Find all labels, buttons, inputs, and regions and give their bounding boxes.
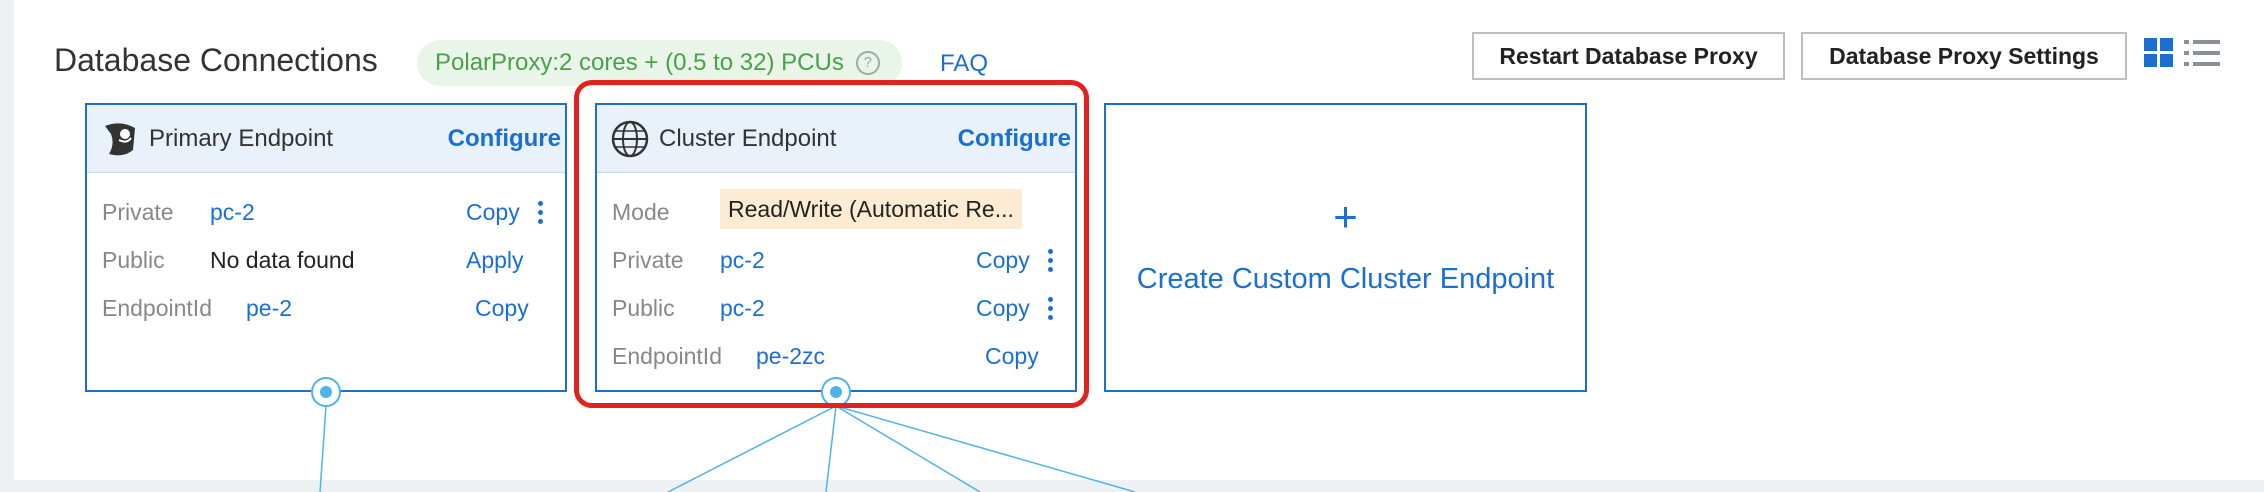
faq-link[interactable]: FAQ [940, 50, 989, 77]
cluster-endpointid-label: EndpointId [612, 343, 722, 369]
cluster-private-copy-link[interactable]: Copy [976, 247, 1030, 273]
cluster-endpoint-card: Cluster Endpoint Configure Mode Read/Wri… [595, 103, 1077, 392]
primary-public-apply-link[interactable]: Apply [466, 247, 524, 273]
globe-icon [611, 120, 649, 157]
create-custom-cluster-endpoint-label: Create Custom Cluster Endpoint [1136, 263, 1555, 295]
primary-endpoint-header: Primary Endpoint Configure [87, 105, 565, 173]
cluster-private-more-icon[interactable] [1048, 249, 1053, 276]
primary-endpoint-card: Primary Endpoint Configure Private pc-2 … [85, 103, 567, 392]
cluster-public-value: pc-2 [720, 295, 765, 321]
cluster-configure-link[interactable]: Configure [957, 124, 1071, 152]
cluster-endpointid-value: pe-2zc [756, 343, 826, 369]
primary-endpoint-title: Primary Endpoint [149, 124, 334, 152]
cluster-endpoint-header: Cluster Endpoint Configure [597, 105, 1075, 173]
primary-connector-dot [311, 377, 341, 407]
primary-endpointid-copy-link[interactable]: Copy [475, 295, 529, 321]
cluster-public-copy-link[interactable]: Copy [976, 295, 1030, 321]
primary-private-copy-link[interactable]: Copy [466, 199, 520, 225]
page-title: Database Connections [54, 42, 378, 78]
primary-public-value: No data found [210, 247, 355, 273]
primary-configure-link[interactable]: Configure [447, 124, 561, 152]
cluster-public-more-icon[interactable] [1048, 297, 1053, 324]
primary-endpointid-label: EndpointId [102, 295, 212, 321]
primary-private-value: pc-2 [210, 199, 255, 225]
list-view-icon[interactable] [2184, 38, 2220, 68]
cluster-endpointid-copy-link[interactable]: Copy [985, 343, 1039, 369]
cluster-mode-label: Mode [612, 199, 670, 225]
database-proxy-settings-button[interactable]: Database Proxy Settings [1801, 32, 2127, 80]
plus-icon: + [1333, 193, 1358, 240]
create-custom-cluster-endpoint-card[interactable]: + Create Custom Cluster Endpoint [1104, 103, 1587, 392]
primary-public-label: Public [102, 247, 165, 273]
cluster-endpoint-highlight [574, 80, 1089, 408]
cluster-mode-value: Read/Write (Automatic Re... [720, 189, 1022, 229]
help-icon[interactable]: ? [855, 51, 880, 75]
cluster-endpoint-title: Cluster Endpoint [659, 124, 837, 152]
restart-database-proxy-button[interactable]: Restart Database Proxy [1472, 32, 1785, 80]
cluster-private-value: pc-2 [720, 247, 765, 273]
polarproxy-badge: PolarProxy:2 cores + (0.5 to 32) PCUs ? [417, 40, 902, 86]
primary-endpointid-value: pe-2 [246, 295, 293, 321]
badge-text: PolarProxy:2 cores + (0.5 to 32) PCUs [435, 49, 844, 76]
primary-private-label: Private [102, 199, 174, 225]
cluster-public-label: Public [612, 295, 675, 321]
grid-view-icon[interactable] [2144, 38, 2174, 68]
primary-private-more-icon[interactable] [538, 201, 543, 228]
cluster-private-label: Private [612, 247, 684, 273]
polardb-logo-icon [105, 122, 135, 155]
